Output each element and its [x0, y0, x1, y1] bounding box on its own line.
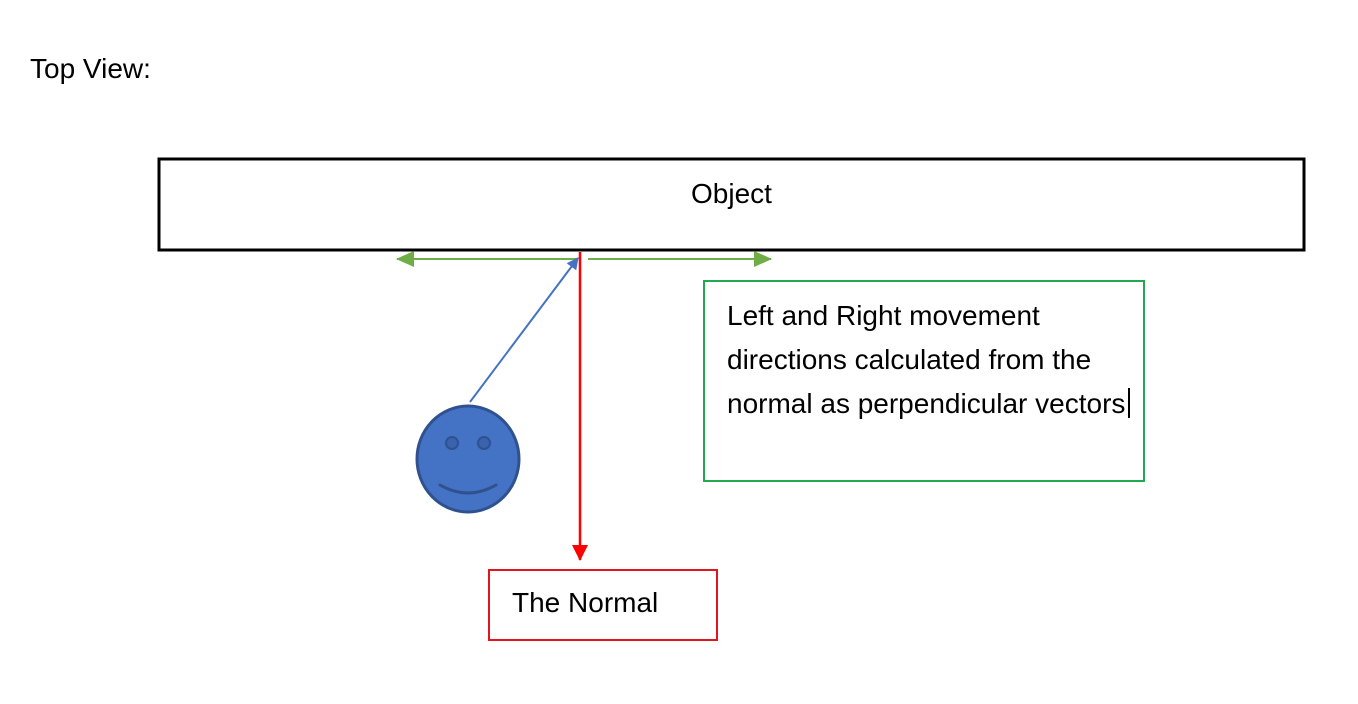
- object-label: Object: [691, 178, 772, 209]
- text-cursor: [1128, 388, 1131, 418]
- normal-label: The Normal: [512, 587, 659, 618]
- normal-arrow-head: [572, 545, 588, 561]
- note-text-content: Left and Right movement directions calcu…: [727, 300, 1126, 419]
- page-title: Top View:: [30, 53, 151, 84]
- note-text[interactable]: Left and Right movement directions calcu…: [727, 294, 1137, 426]
- view-direction-line: [469, 257, 579, 403]
- normal-label-box: [488, 569, 718, 641]
- object-box: [157, 157, 1306, 252]
- note-box: [703, 280, 1145, 482]
- smiley-face-icon: [415, 404, 521, 514]
